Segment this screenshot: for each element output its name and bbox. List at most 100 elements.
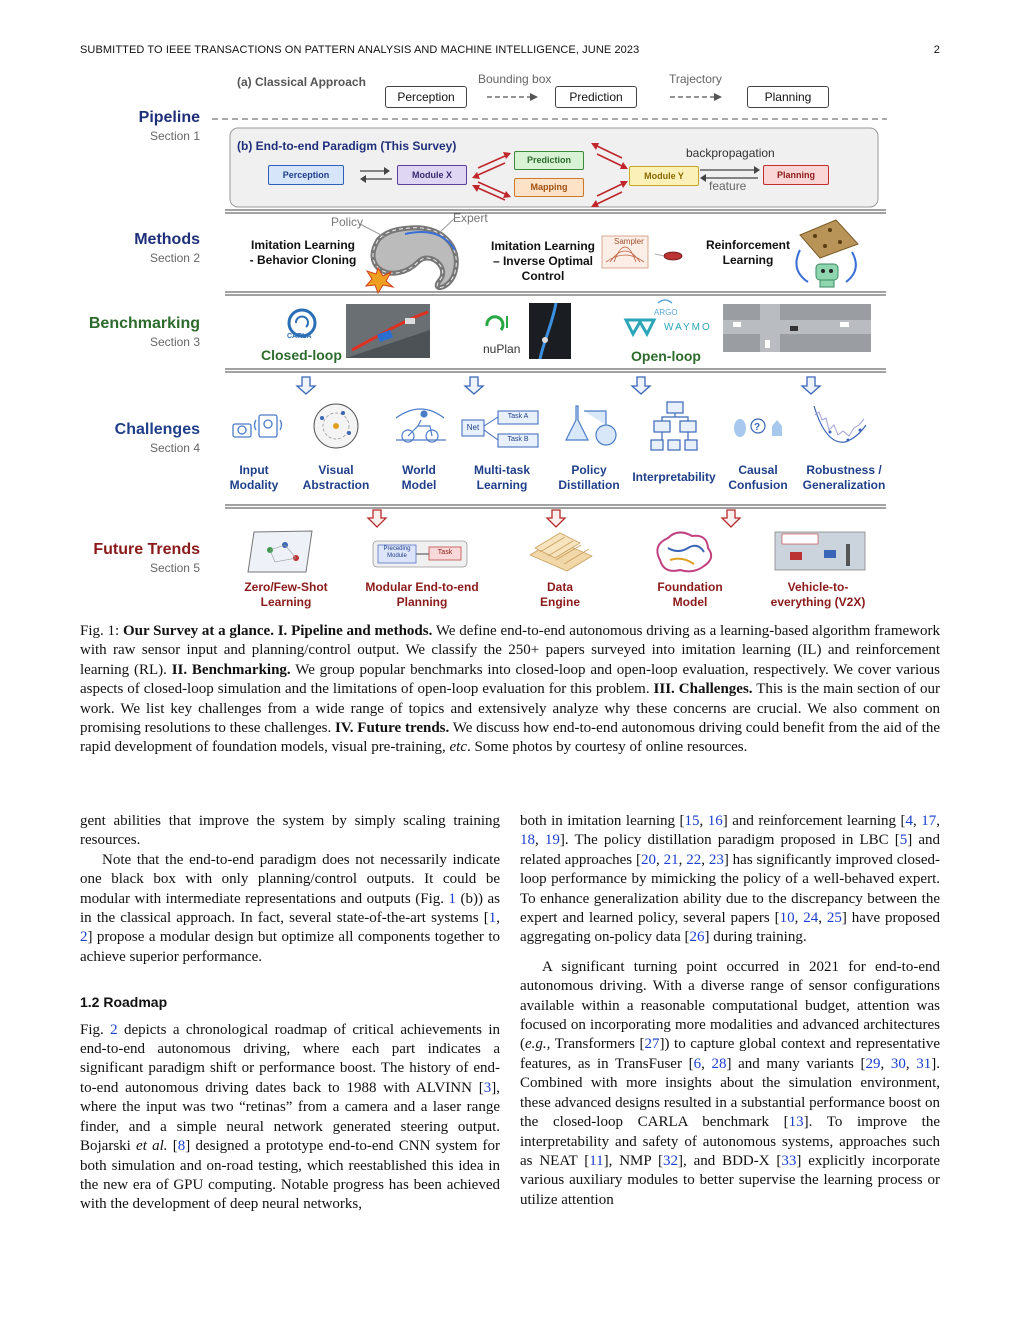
ref-13[interactable]: 13: [788, 1114, 804, 1131]
modular-preceding-label: Preceding Module: [383, 546, 411, 559]
caption-bold-1: Our Survey at a glance. I. Pipeline and …: [122, 623, 433, 639]
ref-29[interactable]: 29: [865, 1055, 881, 1072]
ref-32[interactable]: 32: [663, 1152, 679, 1169]
expert-label: Expert: [453, 211, 488, 225]
trajectory-label: Trajectory: [669, 72, 722, 86]
ref-16[interactable]: 16: [707, 813, 723, 829]
challenge-visual-abstraction: Visual Abstraction: [302, 463, 370, 492]
left-column: gent abilities that improve the system b…: [80, 812, 500, 1215]
ref-11[interactable]: 11: [589, 1152, 604, 1169]
section-title-benchmarking: Benchmarking: [88, 315, 200, 332]
overview-figure: Pipeline Section 1 Methods Section 2 Ben…: [0, 0, 1020, 620]
visual-abstraction-icon: [313, 403, 359, 449]
ref-22[interactable]: 22: [686, 851, 702, 868]
challenge-interpretability: Interpretability: [632, 470, 716, 484]
ref-6[interactable]: 6: [693, 1055, 702, 1072]
ref-23[interactable]: 23: [708, 851, 724, 868]
classical-perception-box: Perception: [385, 86, 467, 108]
carla-sim-photo: [346, 304, 430, 358]
policy-label: Policy: [331, 215, 364, 229]
right-para-2: A significant turning point occurred in …: [520, 958, 941, 1208]
left-para-2: Note that the end-to-end paradigm does n…: [80, 851, 500, 965]
ref-21[interactable]: 21: [663, 851, 679, 868]
challenge-world-model: World Model: [401, 463, 437, 492]
caption-lead: Fig. 1:: [80, 623, 123, 639]
classical-planning-box: Planning: [747, 86, 829, 108]
mtl-task-a-label: Task A: [507, 413, 529, 420]
ref-19[interactable]: 19: [544, 832, 560, 849]
caption-etc: etc: [449, 739, 467, 756]
e2e-module-x-box: Module X: [397, 165, 467, 185]
carla-logo-text: CARLA: [287, 333, 312, 340]
nuplan-label: nuPlan: [483, 342, 521, 356]
policy-distillation-icon: [565, 405, 617, 446]
caption-bold-3: III. Challenges.: [653, 681, 753, 698]
left-para-1: gent abilities that improve the system b…: [80, 813, 500, 849]
ref-4[interactable]: 4: [905, 813, 914, 829]
method-rl: Reinforcement Learning: [705, 238, 791, 267]
v2x-icon: [774, 531, 866, 571]
ref-8[interactable]: 8: [177, 1138, 186, 1155]
nuplan-logo: [485, 315, 508, 331]
modular-task-label: Task: [437, 549, 453, 556]
challenge-input-modality: Input Modality: [229, 463, 279, 492]
data-engine-icon: [529, 532, 593, 572]
section-sub-future: Section 5: [149, 561, 200, 575]
section-title-methods: Methods: [134, 231, 200, 248]
ref-33[interactable]: 33: [781, 1152, 797, 1169]
e2e-planning-box: Planning: [763, 165, 829, 185]
ref-2[interactable]: 2: [80, 929, 88, 946]
caption-text-4: We discuss how end-to-end autonomous dri…: [80, 720, 941, 756]
ref-18[interactable]: 18: [520, 832, 535, 849]
ref-5[interactable]: 5: [899, 832, 908, 849]
ref-30[interactable]: 30: [890, 1055, 906, 1072]
ref-15[interactable]: 15: [684, 813, 700, 829]
page-header: SUBMITTED TO IEEE TRANSACTIONS ON PATTER…: [80, 44, 940, 56]
rl-illustration: [795, 219, 859, 288]
e2e-perception-box: Perception: [268, 165, 344, 185]
future-foundation-model: Foundation Model: [657, 580, 723, 609]
behavior-cloning-road-illustration: [364, 225, 459, 295]
modular-planning-icon: [372, 540, 468, 568]
svg-text:?: ?: [754, 422, 760, 433]
caption-bold-2: II. Benchmarking.: [171, 661, 291, 678]
ref-27[interactable]: 27: [644, 1036, 660, 1053]
section-heading-roadmap: 1.2 Roadmap: [80, 994, 168, 1011]
section-title-future: Future Trends: [93, 541, 200, 558]
right-column: both in imitation learning [15, 16] and …: [520, 812, 940, 1210]
future-v2x: Vehicle-to- everything (V2X): [770, 580, 866, 609]
ref-25[interactable]: 25: [826, 910, 842, 927]
ref-3[interactable]: 3: [483, 1079, 492, 1096]
carla-logo: [287, 308, 317, 338]
ref-17[interactable]: 17: [921, 813, 937, 829]
ref-1[interactable]: 1: [488, 910, 497, 927]
openloop-aerial-photo: [723, 304, 871, 352]
section-sub-benchmarking: Section 3: [149, 335, 200, 349]
page-number: 2: [933, 44, 940, 56]
mtl-task-b-label: Task B: [507, 436, 529, 443]
ref-26[interactable]: 26: [689, 929, 705, 946]
ref-20[interactable]: 20: [640, 851, 656, 868]
sampler-illustration: [601, 235, 683, 269]
challenge-causal-confusion: Causal Confusion: [728, 463, 788, 492]
future-data-engine: Data Engine: [539, 580, 580, 609]
nuplan-photo: [529, 302, 571, 360]
challenge-policy-distillation: Policy Distillation: [558, 463, 620, 492]
e2e-mapping-box: Mapping: [514, 178, 584, 197]
mtl-net-label: Net: [466, 423, 480, 432]
future-zero-shot: Zero/Few-Shot Learning: [244, 580, 328, 609]
challenge-multi-task: Multi-task Learning: [473, 463, 530, 492]
challenge-robustness: Robustness / Generalization: [802, 463, 886, 492]
backprop-label: backpropagation: [686, 146, 775, 160]
e2e-title: (b) End-to-end Paradigm (This Survey): [237, 139, 457, 153]
ref-31[interactable]: 31: [916, 1055, 932, 1072]
ref-fig-2[interactable]: 2: [110, 1021, 118, 1038]
ref-24[interactable]: 24: [803, 910, 819, 927]
caption-text-3: This is the main section of our work. We…: [80, 681, 940, 737]
figure-graphics: ?: [212, 93, 887, 573]
ref-28[interactable]: 28: [711, 1055, 727, 1072]
section-sub-pipeline: Section 1: [149, 129, 200, 143]
ref-10[interactable]: 10: [779, 910, 795, 927]
ref-fig-1[interactable]: 1: [448, 890, 457, 907]
section-sub-challenges: Section 4: [149, 441, 200, 455]
